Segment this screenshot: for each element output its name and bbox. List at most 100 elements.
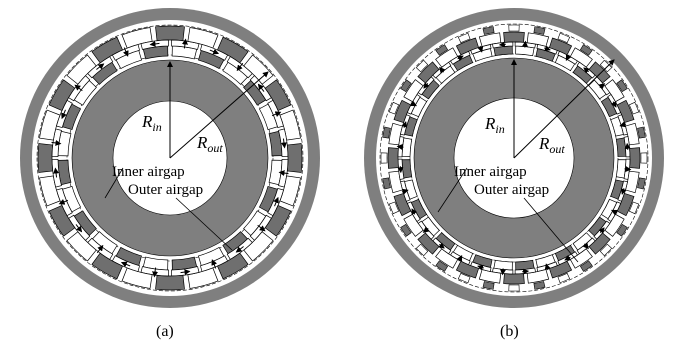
- magnetization-arrow: [61, 109, 67, 120]
- magnetization-arrow: [611, 209, 618, 216]
- fine-magnet-segment: [579, 44, 593, 56]
- magnetization-arrow: [96, 63, 105, 70]
- pole-piece: [286, 143, 303, 173]
- inner-airgap-leader: [104, 167, 124, 199]
- fine-magnet-segment: [508, 24, 520, 32]
- magnetization-arrow: [235, 246, 244, 253]
- pole-piece: [629, 147, 641, 169]
- inner-airgap-label: Inner airgap: [112, 164, 185, 180]
- magnetization-arrow: [521, 40, 528, 48]
- fine-magnet-segment: [628, 101, 640, 115]
- pole-piece: [155, 274, 185, 291]
- magnetization-arrow: [500, 268, 507, 276]
- r-out-label: Rout: [538, 134, 565, 156]
- fine-magnet-segment: [579, 260, 593, 272]
- r-in-label: Rin: [141, 112, 162, 134]
- fine-magnet-segment: [599, 59, 613, 73]
- fine-magnet-segment: [457, 272, 471, 284]
- outer-airgap-leader: [523, 197, 579, 263]
- fine-magnet-segment: [457, 32, 471, 44]
- fine-magnet-segment: [400, 223, 412, 237]
- fine-magnet-segment: [400, 79, 412, 93]
- magnetization-arrow: [257, 83, 265, 92]
- pole-piece: [503, 273, 525, 285]
- magnetization-arrow: [564, 254, 571, 261]
- panel-b-caption: (b): [500, 323, 519, 340]
- magnetization-arrow: [397, 166, 404, 174]
- panel-b: Rin Rout Inner airgap Outer airgap (b): [364, 8, 664, 340]
- magnet-ring: [379, 23, 649, 293]
- magnetization-arrow: [620, 188, 627, 195]
- fine-magnet-segment: [435, 260, 449, 272]
- magnetization-arrow: [583, 67, 590, 74]
- magnetization-arrow: [51, 139, 62, 146]
- pole-piece: [37, 143, 54, 173]
- magnetization-arrow: [477, 264, 484, 271]
- magnetization-arrow: [53, 167, 60, 178]
- magnetization-arrow: [273, 196, 279, 207]
- fine-magnet-segment: [628, 201, 640, 215]
- magnetization-arrow: [439, 66, 446, 74]
- magnetization-arrow: [423, 82, 430, 89]
- magnetization-arrow: [396, 144, 404, 151]
- magnetization-arrow: [498, 41, 506, 48]
- pole-piece: [387, 147, 399, 169]
- magnetization-arrow: [401, 121, 408, 128]
- magnetization-arrow: [149, 40, 160, 47]
- fine-magnet-segment: [616, 223, 628, 237]
- magnetization-arrow: [610, 101, 617, 108]
- fine-magnet-segment: [435, 44, 449, 56]
- magnetization-arrow: [619, 121, 627, 128]
- magnetization-arrow: [438, 242, 445, 249]
- magnetization-arrow: [74, 84, 83, 92]
- fine-magnet-segment: [557, 32, 571, 44]
- magnetization-arrow: [278, 170, 289, 177]
- magnetization-arrow: [477, 45, 484, 53]
- pole-piece: [155, 25, 185, 42]
- panel-a: Rin Rout Inner airgap Outer airgap (a): [20, 8, 320, 340]
- magnetization-arrow: [457, 55, 464, 62]
- magnet-ring: [36, 24, 304, 292]
- fine-magnet-segment: [616, 79, 628, 93]
- magnetization-arrow: [624, 165, 632, 172]
- outer-airgap-label: Outer airgap: [128, 182, 203, 198]
- magnetization-arrow: [624, 142, 631, 150]
- fine-magnet-segment: [533, 26, 546, 35]
- panel-a-caption: (a): [156, 323, 174, 340]
- magnetization-arrow: [544, 45, 551, 52]
- magnetization-arrow: [411, 208, 418, 215]
- r-in-label: Rin: [484, 114, 505, 136]
- fine-magnet-segment: [415, 243, 429, 257]
- magnetization-arrow: [522, 268, 530, 275]
- magnetization-arrow: [211, 259, 217, 269]
- r-out-arrow: [513, 59, 615, 159]
- inner-airgap-leader: [437, 167, 468, 213]
- pole-piece: [503, 31, 525, 43]
- magnetization-arrow: [410, 100, 417, 107]
- magnetization-arrow: [598, 227, 605, 234]
- inner-airgap-label: Inner airgap: [454, 164, 527, 180]
- fine-magnet-segment: [388, 201, 400, 215]
- magnetization-arrow: [257, 224, 266, 232]
- fine-magnet-segment: [415, 59, 429, 73]
- fine-magnet-segment: [640, 152, 648, 164]
- fine-magnet-segment: [557, 272, 571, 284]
- magnetization-arrow: [401, 188, 409, 195]
- magnetization-arrow: [280, 138, 287, 149]
- magnetization-arrow: [75, 224, 83, 233]
- magnetization-arrow: [544, 263, 551, 271]
- magnetization-arrow: [209, 48, 220, 55]
- r-out-arrow: [169, 71, 269, 159]
- magnetization-arrow: [236, 62, 244, 72]
- magnetization-arrow: [422, 226, 430, 233]
- magnetization-arrow: [180, 269, 191, 276]
- magnetization-arrow: [565, 54, 572, 61]
- fine-magnet-segment: [482, 26, 495, 35]
- fine-magnet-segment: [382, 126, 391, 139]
- fine-magnet-segment: [388, 101, 400, 115]
- fine-magnet-segment: [508, 284, 520, 292]
- magnetization-arrow: [598, 83, 606, 90]
- magnetization-arrow: [152, 267, 159, 278]
- fine-magnet-segment: [599, 243, 613, 257]
